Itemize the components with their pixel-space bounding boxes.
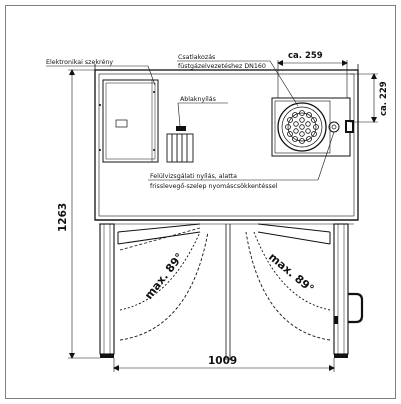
label-electronics-cabinet: Elektronikai szekrény [46,58,113,66]
center-frame [225,224,231,360]
electronics-cabinet [99,79,159,163]
angle-left-door: max. 89° [142,251,186,302]
dim-total-width: 1009 [208,355,237,367]
angle-right-door: max. 89° [266,250,316,295]
label-inspection-1: Felülvizsgálati nyílás, alatta [150,172,237,180]
right-door [245,223,364,358]
dim-width-top: ca. 259 [288,51,323,61]
window-opening [166,126,194,163]
label-window-opening: Ablaknyílás [180,95,216,103]
flue-connection-panel [271,97,354,157]
unit-body [94,64,359,225]
dim-total-height: 1263 [57,203,69,232]
left-door [99,223,209,358]
label-leaders [46,60,335,181]
dimension-lines [68,60,378,372]
label-flue-connection-2: füstgázelvezetéshez DN160 [178,62,266,70]
label-inspection-2: frisslevegő-szelep nyomáscsökkentéssel [150,181,278,190]
dim-height-side: ca. 229 [379,81,389,116]
label-flue-connection-1: Csatlakozás [178,53,215,61]
